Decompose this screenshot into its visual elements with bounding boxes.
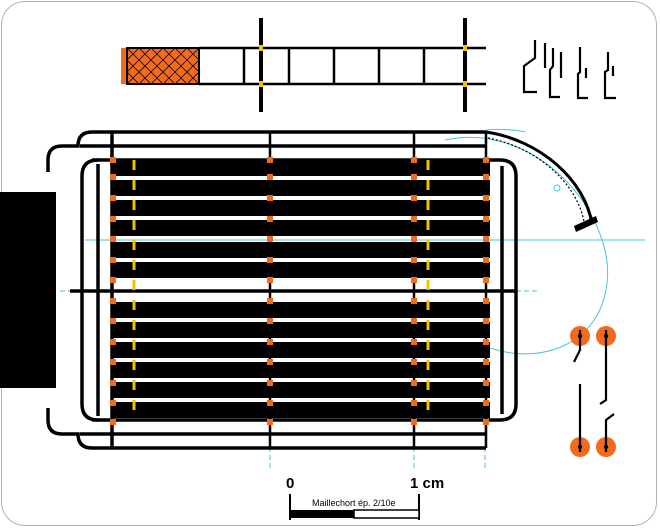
scale-note: Maillechort ép. 2/10e: [312, 498, 396, 508]
left-mounting-block: [0, 192, 56, 388]
terminal-dot-icon: [570, 326, 616, 457]
scale-bar: 0 1 cm Maillechort ép. 2/10e: [286, 475, 444, 520]
yellow-columns: [132, 160, 430, 420]
grid-posts: [268, 132, 488, 448]
scale-label-end: 1 cm: [410, 475, 444, 492]
hinge-pin-icon: [485, 130, 598, 232]
spring-clip-icon: [522, 40, 616, 100]
strip-posts: [259, 18, 467, 112]
strip-cells: [199, 46, 486, 86]
top-strip: [121, 18, 486, 112]
strip-crosshatch: [126, 47, 200, 85]
main-frame: [46, 130, 518, 450]
grid-bars: [112, 160, 490, 418]
strip-yellow-marks: [259, 45, 467, 87]
scale-label-start: 0: [286, 475, 294, 492]
strip-orange-tab: [121, 48, 126, 84]
orange-rivets: [110, 157, 489, 425]
scale-segment-white: [353, 509, 420, 519]
scale-segment-black: [290, 510, 354, 518]
